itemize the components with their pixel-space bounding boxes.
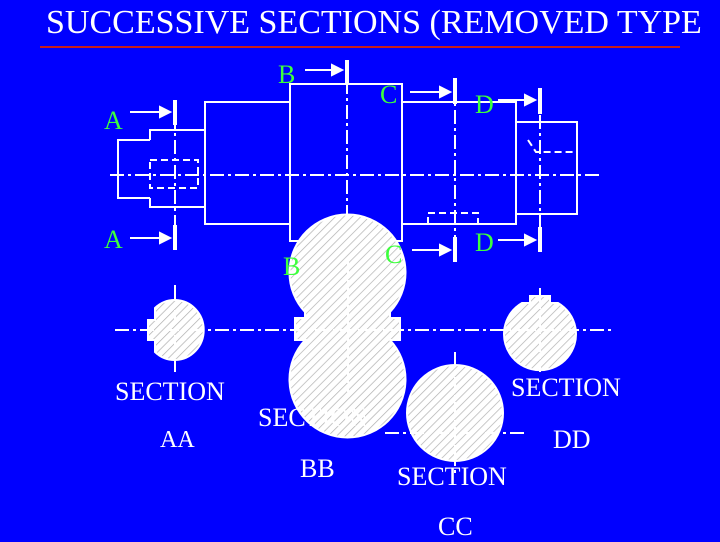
- label-a-bottom: A: [104, 225, 123, 254]
- label-d-bottom: D: [475, 228, 494, 257]
- label-b-bottom: B: [283, 252, 301, 281]
- cutting-plane-arrows: [130, 60, 542, 275]
- caption-aa-name: AA: [160, 427, 195, 453]
- section-center-lines: [115, 262, 615, 475]
- caption-dd-name: DD: [553, 425, 591, 454]
- title-underline: [40, 46, 680, 48]
- label-b-top: B: [278, 60, 296, 89]
- hidden-lines: [149, 139, 576, 224]
- label-a-top: A: [104, 106, 123, 135]
- caption-bb-word: SECTION: [258, 403, 368, 432]
- label-c-bottom: C: [385, 240, 403, 269]
- slide-title: SUCCESSIVE SECTIONS (REMOVED TYPE: [46, 4, 702, 41]
- label-c-top: C: [380, 80, 398, 109]
- caption-aa-word: SECTION: [115, 377, 225, 406]
- caption-cc-word: SECTION: [397, 462, 507, 491]
- label-d-top: D: [475, 90, 494, 119]
- caption-bb-name: BB: [300, 454, 335, 483]
- caption-dd-word: SECTION: [511, 373, 621, 402]
- caption-cc-name: CC: [438, 512, 473, 541]
